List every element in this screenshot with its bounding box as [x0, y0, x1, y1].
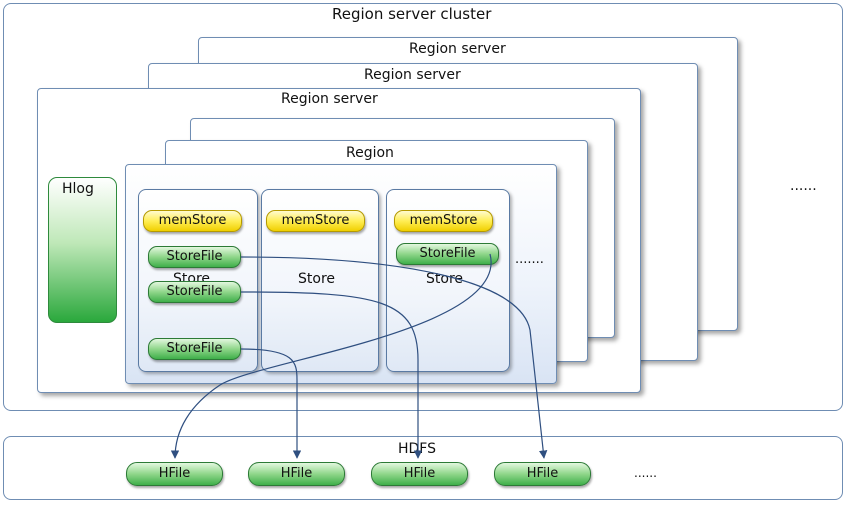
hlog-block — [48, 177, 117, 323]
region-server-back-label: Region server — [409, 41, 506, 57]
store-1-storefile-1: StoreFile — [148, 246, 241, 268]
hfile-3: HFile — [371, 462, 468, 486]
cluster-label: Region server cluster — [332, 5, 492, 23]
hfile-4: HFile — [494, 462, 591, 486]
store-1-storefile-3: StoreFile — [148, 338, 241, 360]
arrow-storefile-2-to-hfile-3 — [240, 291, 423, 459]
hfile-2: HFile — [248, 462, 345, 486]
stores-ellipsis: ....... — [515, 252, 544, 267]
region-server-middle-label: Region server — [364, 67, 461, 83]
hlog-label: Hlog — [62, 181, 94, 197]
arrow-storefile-3-to-hfile-2 — [240, 348, 302, 459]
store-3-label: Store — [426, 271, 464, 287]
store-2-label: Store — [298, 271, 336, 287]
region-label: Region — [346, 145, 394, 161]
cluster-ellipsis: ...... — [790, 178, 817, 194]
arrow-store3-storefile-to-hfile-1 — [170, 253, 492, 459]
store-3-memstore: memStore — [394, 210, 493, 232]
hdfs-label: HDFS — [398, 441, 437, 457]
store-3-storefile-1: StoreFile — [396, 243, 499, 265]
store-2-memstore: memStore — [266, 210, 365, 232]
store-1-storefile-2: StoreFile — [148, 281, 241, 303]
store-1-memstore: memStore — [143, 210, 242, 232]
hfile-1: HFile — [126, 462, 223, 486]
hdfs-ellipsis: ...... — [634, 466, 657, 480]
region-server-front-label: Region server — [281, 91, 378, 107]
arrow-storefile-1-to-hfile-4 — [240, 256, 548, 459]
